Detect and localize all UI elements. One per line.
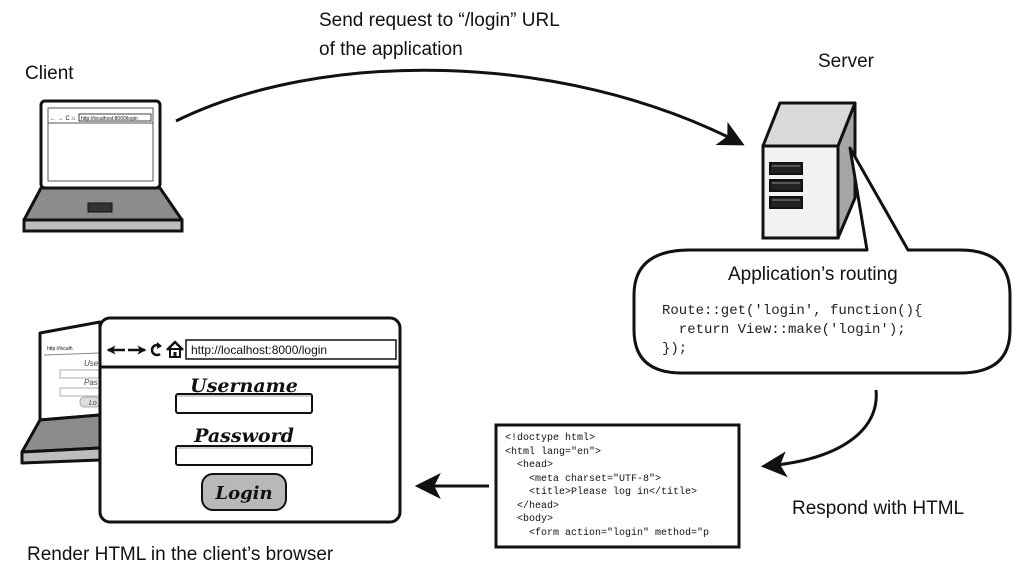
html-code-line: <head>: [505, 460, 554, 471]
back-laptop-deck: [20, 413, 102, 454]
routing-code-line: });: [662, 341, 688, 357]
client-label: Client: [25, 63, 74, 84]
username-input[interactable]: [175, 393, 313, 414]
ghost-password: Pas: [84, 378, 98, 387]
html-code-line: <body>: [505, 514, 554, 525]
html-document-code: <!doctype html> <html lang="en"> <head> …: [505, 432, 736, 540]
request-arrow: [175, 68, 745, 146]
server-drive-1: [769, 162, 803, 175]
laptop-base: [22, 218, 184, 233]
password-input[interactable]: [175, 445, 313, 466]
respond-label: Respond with HTML: [792, 498, 965, 519]
ghost-username: Use: [84, 359, 99, 368]
server-drive-3: [769, 196, 803, 209]
ghost-login: Lo: [89, 400, 97, 407]
home-icon[interactable]: [166, 340, 184, 358]
html-code-line: <meta charset="UTF-8">: [505, 473, 662, 485]
browser-window: http://localhost:8000/login Username Pas…: [98, 316, 402, 524]
render-label: Render HTML in the client’s browser: [27, 544, 334, 565]
html-code-line: </head>: [505, 500, 560, 512]
request-label-line2: of the application: [319, 39, 463, 60]
server-icon: [761, 101, 857, 240]
password-label: Password: [193, 425, 294, 447]
laptop-nav-icons: ← → C ⌂: [50, 116, 75, 122]
respond-arrow: [760, 389, 878, 478]
back-laptop-url: http://localh: [47, 346, 73, 352]
request-label-line1: Send request to “/login” URL: [319, 10, 560, 31]
url-field[interactable]: [185, 339, 397, 360]
html-code-line: <title>Please log in</title>: [505, 487, 698, 498]
html-code-line: <html lang="en">: [505, 446, 602, 458]
html-code-line: <form action="login" method="p: [505, 527, 710, 539]
server-top: [761, 101, 857, 148]
routing-code-line: Route::get('login', function(){: [662, 303, 923, 319]
background-laptop: http://localh Use Pas Lo: [20, 320, 102, 465]
client-laptop: ← → C ⌂ http://localhost:8000/login: [22, 99, 184, 233]
laptop-url-text: http://localhost:8000/login: [81, 116, 138, 122]
routing-bubble: [632, 146, 1012, 375]
server-label: Server: [818, 51, 874, 72]
laptop-trackpad: [87, 202, 113, 213]
url-text: http://localhost:8000/login: [191, 343, 327, 357]
back-laptop-base: [20, 446, 102, 465]
laptop-url-field: [78, 113, 152, 122]
html-document-box: [494, 423, 741, 549]
html-code-line: <!doctype html>: [505, 433, 596, 444]
routing-title: Application’s routing: [728, 264, 898, 285]
routing-code: Route::get('login', function(){ return V…: [662, 302, 922, 359]
browser-frame: [98, 316, 402, 524]
refresh-icon[interactable]: [150, 342, 162, 357]
server-drive-2: [769, 179, 803, 192]
login-button[interactable]: [201, 473, 287, 511]
username-label: Username: [190, 375, 298, 397]
login-button-label: Login: [214, 483, 272, 504]
routing-code-line: return View::make('login');: [662, 322, 906, 338]
